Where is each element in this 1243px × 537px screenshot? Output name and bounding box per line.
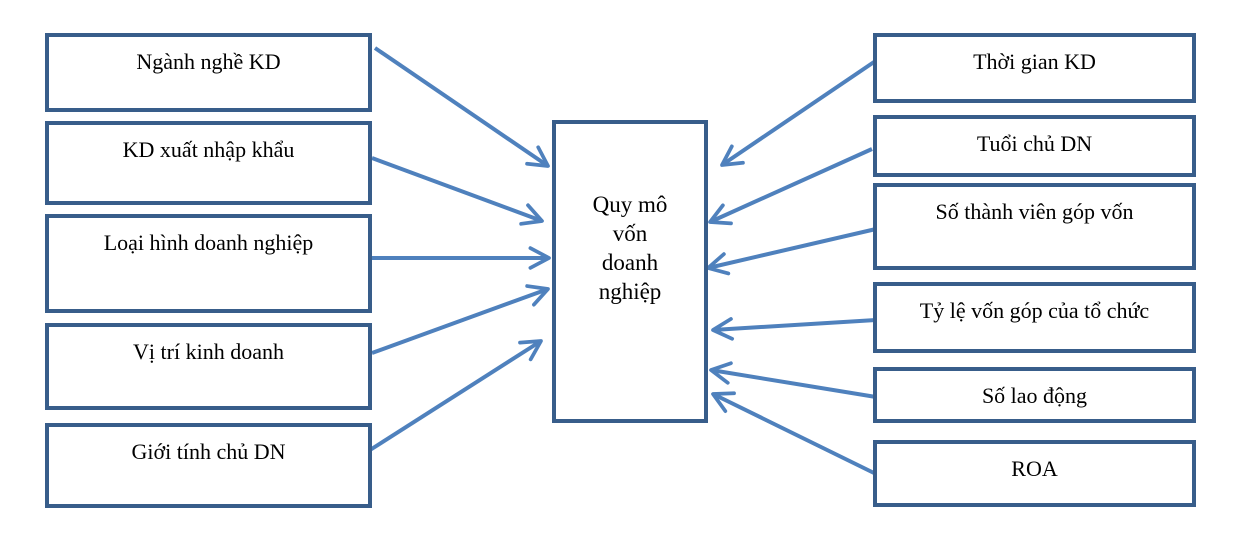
center-label-line: nghiệp [598,279,662,304]
factor-gioi-tinh-chu-dn: Giới tính chủ DN [45,423,372,508]
factor-tuoi-chu-dn: Tuổi chủ DN [873,115,1196,177]
arrow-tuoi-chu-dn-to-center [708,147,873,226]
factor-label: Giới tính chủ DN [131,439,286,464]
arrow-gioi-tinh-chu-dn-to-center [368,339,543,452]
arrow-nganh-nghe-kd-to-center [373,46,550,168]
factor-label: Ngành nghề KD [136,49,281,74]
factor-so-lao-dong: Số lao động [873,367,1196,423]
factor-label: Tỷ lệ vốn góp của tổ chức [919,298,1150,323]
arrow-so-thanh-vien-gop-von-to-center [706,227,877,276]
factor-label: Thời gian KD [973,49,1096,74]
center-label-line: Quy mô [592,192,668,217]
arrow-roa-to-center [711,391,875,475]
arrow-thoi-gian-kd-to-center [720,60,876,167]
factor-label: Tuổi chủ DN [976,131,1093,156]
center-label-line: vốn [612,221,648,246]
factor-so-thanh-vien-gop-von: Số thành viên góp vốn [873,183,1196,270]
arrow-so-lao-dong-to-center [709,361,877,399]
factor-loai-hinh-doanh-nghiep: Loại hình doanh nghiệp [45,214,372,313]
factor-vi-tri-kinh-doanh: Vị trí kinh doanh [45,323,372,410]
factor-label: Số thành viên góp vốn [935,199,1134,224]
arrow-ty-le-von-gop-to-center [711,317,877,341]
center-box-quy-mo-von-doanh-nghiep: Quy mô vốn doanh nghiệp [552,120,708,423]
factor-ty-le-von-gop-cua-to-chuc: Tỷ lệ vốn góp của tổ chức [873,282,1196,353]
factor-label: Loại hình doanh nghiệp [103,230,314,255]
factor-label: Vị trí kinh doanh [133,339,284,364]
arrow-kd-xuat-nhap-khau-to-center [371,156,544,226]
factor-nganh-nghe-kd: Ngành nghề KD [45,33,372,112]
center-label-line: doanh [601,250,659,275]
factor-label: ROA [1011,456,1058,481]
factor-label: KD xuất nhập khẩu [122,137,295,162]
factor-label: Số lao động [981,383,1088,408]
factor-thoi-gian-kd: Thời gian KD [873,33,1196,103]
arrow-vi-tri-kinh-doanh-to-center [371,284,550,355]
factor-roa: ROA [873,440,1196,507]
factor-kd-xuat-nhap-khau: KD xuất nhập khẩu [45,121,372,205]
